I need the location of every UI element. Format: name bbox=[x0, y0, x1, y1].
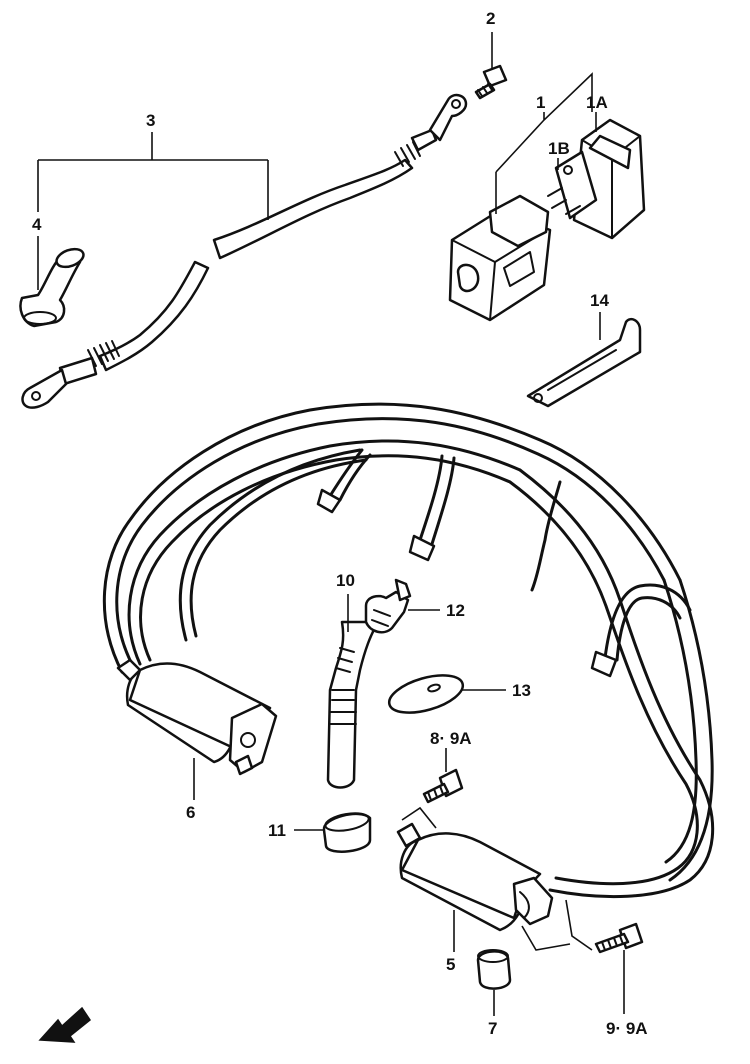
callout-8-9a: 8· 9A bbox=[430, 729, 472, 748]
rubber-grommet bbox=[387, 674, 465, 714]
bracket bbox=[526, 318, 642, 408]
callout-3: 3 bbox=[146, 111, 155, 130]
callout-6: 6 bbox=[186, 803, 195, 822]
ignition-coil-right bbox=[396, 822, 571, 951]
callout-10: 10 bbox=[336, 571, 355, 590]
callout-9-9a: 9· 9A bbox=[606, 1019, 648, 1038]
callout-11: 11 bbox=[268, 821, 286, 840]
callout-5: 5 bbox=[446, 955, 455, 974]
callout-2: 2 bbox=[486, 9, 495, 28]
spark-plug-cap bbox=[326, 620, 380, 789]
callout-1b: 1B bbox=[548, 139, 570, 158]
front-arrow-icon bbox=[38, 1006, 92, 1043]
ignition-connector bbox=[448, 194, 552, 322]
mounting-bolt-lower bbox=[565, 899, 644, 954]
callout-1: 1 bbox=[536, 93, 545, 112]
ignition-coil-left bbox=[116, 658, 278, 776]
collar bbox=[322, 812, 372, 853]
callout-4: 4 bbox=[32, 215, 42, 234]
bolt bbox=[474, 64, 508, 100]
terminal-boot bbox=[19, 247, 85, 328]
connector-1b bbox=[547, 150, 598, 220]
callout-labels: 1 1A 1B 2 3 4 14 10 12 13 8· 9A 6 11 5 7… bbox=[32, 9, 648, 1038]
cap-nut bbox=[476, 949, 512, 990]
callout-7: 7 bbox=[488, 1019, 497, 1038]
battery-cable bbox=[21, 93, 468, 409]
mounting-bolt-upper bbox=[401, 768, 464, 829]
leader-lines bbox=[37, 32, 625, 1016]
callout-14: 14 bbox=[590, 291, 609, 310]
callout-12: 12 bbox=[446, 601, 465, 620]
high-tension-leads bbox=[102, 402, 715, 899]
connector-1a bbox=[572, 118, 646, 240]
plug-cap-nozzle bbox=[364, 578, 412, 634]
callout-13: 13 bbox=[512, 681, 531, 700]
callout-1a: 1A bbox=[586, 93, 608, 112]
